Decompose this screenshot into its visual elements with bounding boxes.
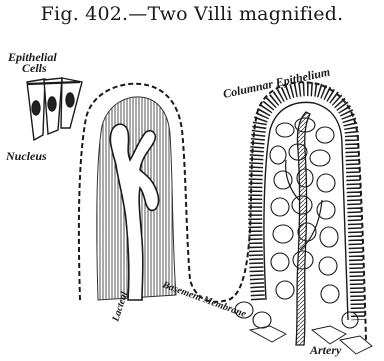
label-basement-membrane: Basement Membrane xyxy=(160,279,248,320)
label-artery: Artery xyxy=(309,343,342,357)
epithelial-cells-drawing xyxy=(27,78,82,140)
label-nucleus: Nucleus xyxy=(5,149,47,163)
artery-vessel xyxy=(296,112,310,345)
label-epithelial-line2: Cells xyxy=(22,61,47,75)
